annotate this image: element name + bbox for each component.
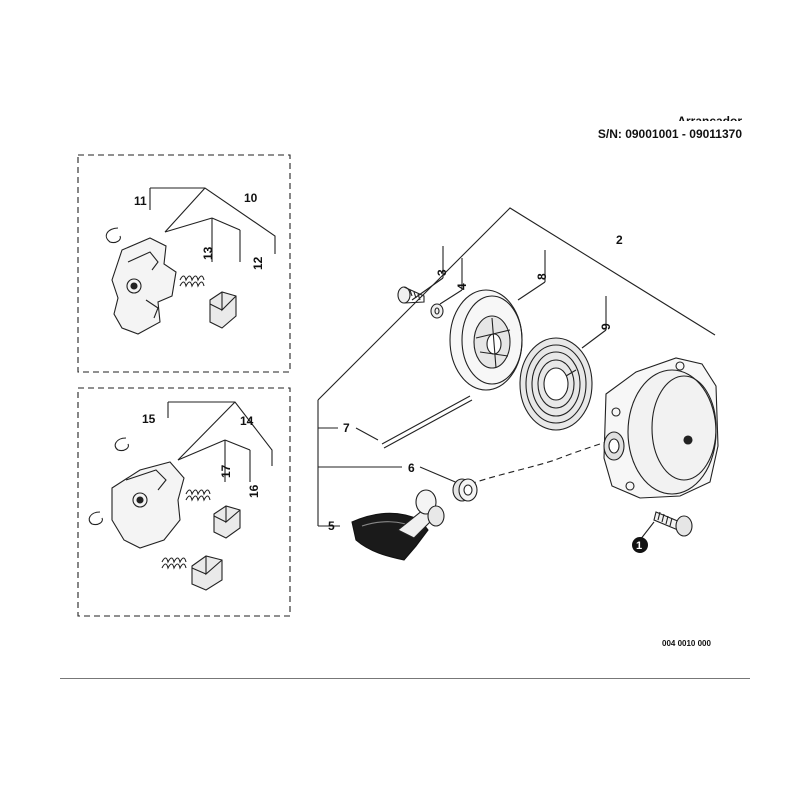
callout-17: 17 (219, 464, 233, 478)
pawl-plate-part-10 (111, 237, 177, 335)
callout-7: 7 (343, 421, 350, 435)
callout-8: 8 (535, 273, 549, 280)
pawl-part-12 (209, 291, 237, 329)
e-clip-part-11 (105, 227, 121, 244)
e-clip-part-15 (114, 437, 129, 452)
callout-4: 4 (455, 283, 469, 290)
leader-9 (581, 329, 607, 349)
serial-number-range: S/N: 09001001 - 09011370 (597, 127, 742, 141)
housing-screw-part-1 (639, 511, 693, 541)
rope-part-7 (381, 395, 471, 445)
document-number: 004 0010 000 (662, 639, 711, 648)
footer-divider (60, 678, 750, 679)
kit-box-upper (77, 154, 291, 373)
callout-14: 14 (240, 414, 254, 428)
starter-handle-part-5 (351, 489, 445, 561)
callout-16: 16 (247, 484, 261, 498)
callout-2: 2 (616, 233, 623, 247)
spring-part-13 (179, 275, 205, 288)
callout-15: 15 (142, 412, 156, 426)
screw-part-3 (397, 286, 425, 304)
leader-kit-10 (150, 187, 276, 254)
page-title: Arrancador (677, 114, 742, 121)
callout-6: 6 (408, 461, 415, 475)
recoil-spring-part-9 (519, 337, 593, 431)
washer-part-4 (430, 303, 444, 319)
pawl-plate-part-14 (111, 461, 185, 549)
callout-11: 11 (134, 194, 147, 208)
leader-main-2 (317, 207, 716, 401)
leader-4 (439, 289, 463, 305)
e-clip-lower (88, 511, 103, 526)
callout-13: 13 (201, 246, 215, 260)
callout-5: 5 (328, 519, 335, 533)
callout-marker-1 (632, 537, 648, 553)
leader-8 (517, 281, 546, 301)
rope-pulley-part-8 (449, 289, 523, 391)
callout-12: 12 (251, 256, 265, 270)
callout-3: 3 (435, 269, 449, 276)
leader-kit-14 (168, 401, 273, 466)
leader-10-pawl (164, 187, 206, 233)
bushing-part-6 (452, 478, 478, 502)
callout-10: 10 (244, 191, 258, 205)
leader-3 (411, 277, 444, 301)
spring-part-17 (185, 489, 211, 502)
kit-box-lower (77, 387, 291, 617)
callout-1: 1 (636, 540, 642, 552)
spring-lower (161, 557, 187, 570)
starter-housing (603, 357, 719, 499)
rope-path-dashed (469, 439, 613, 485)
pawl-part-16 (213, 505, 241, 539)
callout-9: 9 (599, 323, 613, 330)
